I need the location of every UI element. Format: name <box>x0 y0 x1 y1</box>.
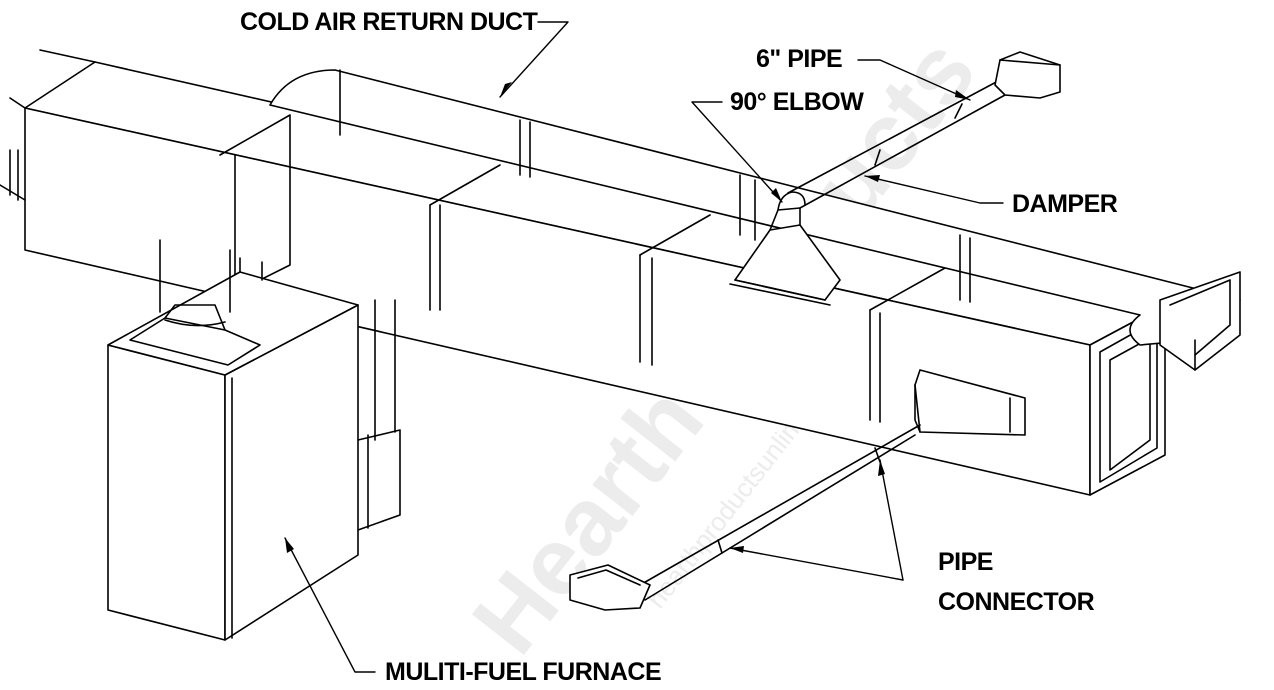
label-90-elbow: 90° ELBOW <box>730 88 864 116</box>
cold-air-return-duct <box>0 61 1166 496</box>
leader-6in-pipe <box>857 59 971 101</box>
furnace <box>107 239 401 641</box>
leader-connector-2 <box>729 547 904 581</box>
leader-lines <box>284 21 1004 673</box>
leader-elbow <box>691 101 783 203</box>
label-cold-air-return-duct: COLD AIR RETURN DUCT <box>240 8 538 36</box>
label-damper: DAMPER <box>1012 190 1118 218</box>
label-pipe-connector-line2: CONNECTOR <box>938 588 1095 616</box>
rear-duct <box>39 49 1241 371</box>
label-6in-pipe: 6" PIPE <box>756 45 843 73</box>
leader-furnace <box>284 537 376 673</box>
label-furnace: MULITI-FUEL FURNACE <box>385 658 662 686</box>
leader-connector-1 <box>879 459 904 581</box>
lower-supply-pipe <box>569 369 1026 611</box>
leader-duct <box>499 21 569 98</box>
leader-damper <box>864 175 1004 204</box>
label-pipe-connector-line1: PIPE <box>938 548 993 576</box>
upper-supply-pipe <box>729 51 1061 306</box>
